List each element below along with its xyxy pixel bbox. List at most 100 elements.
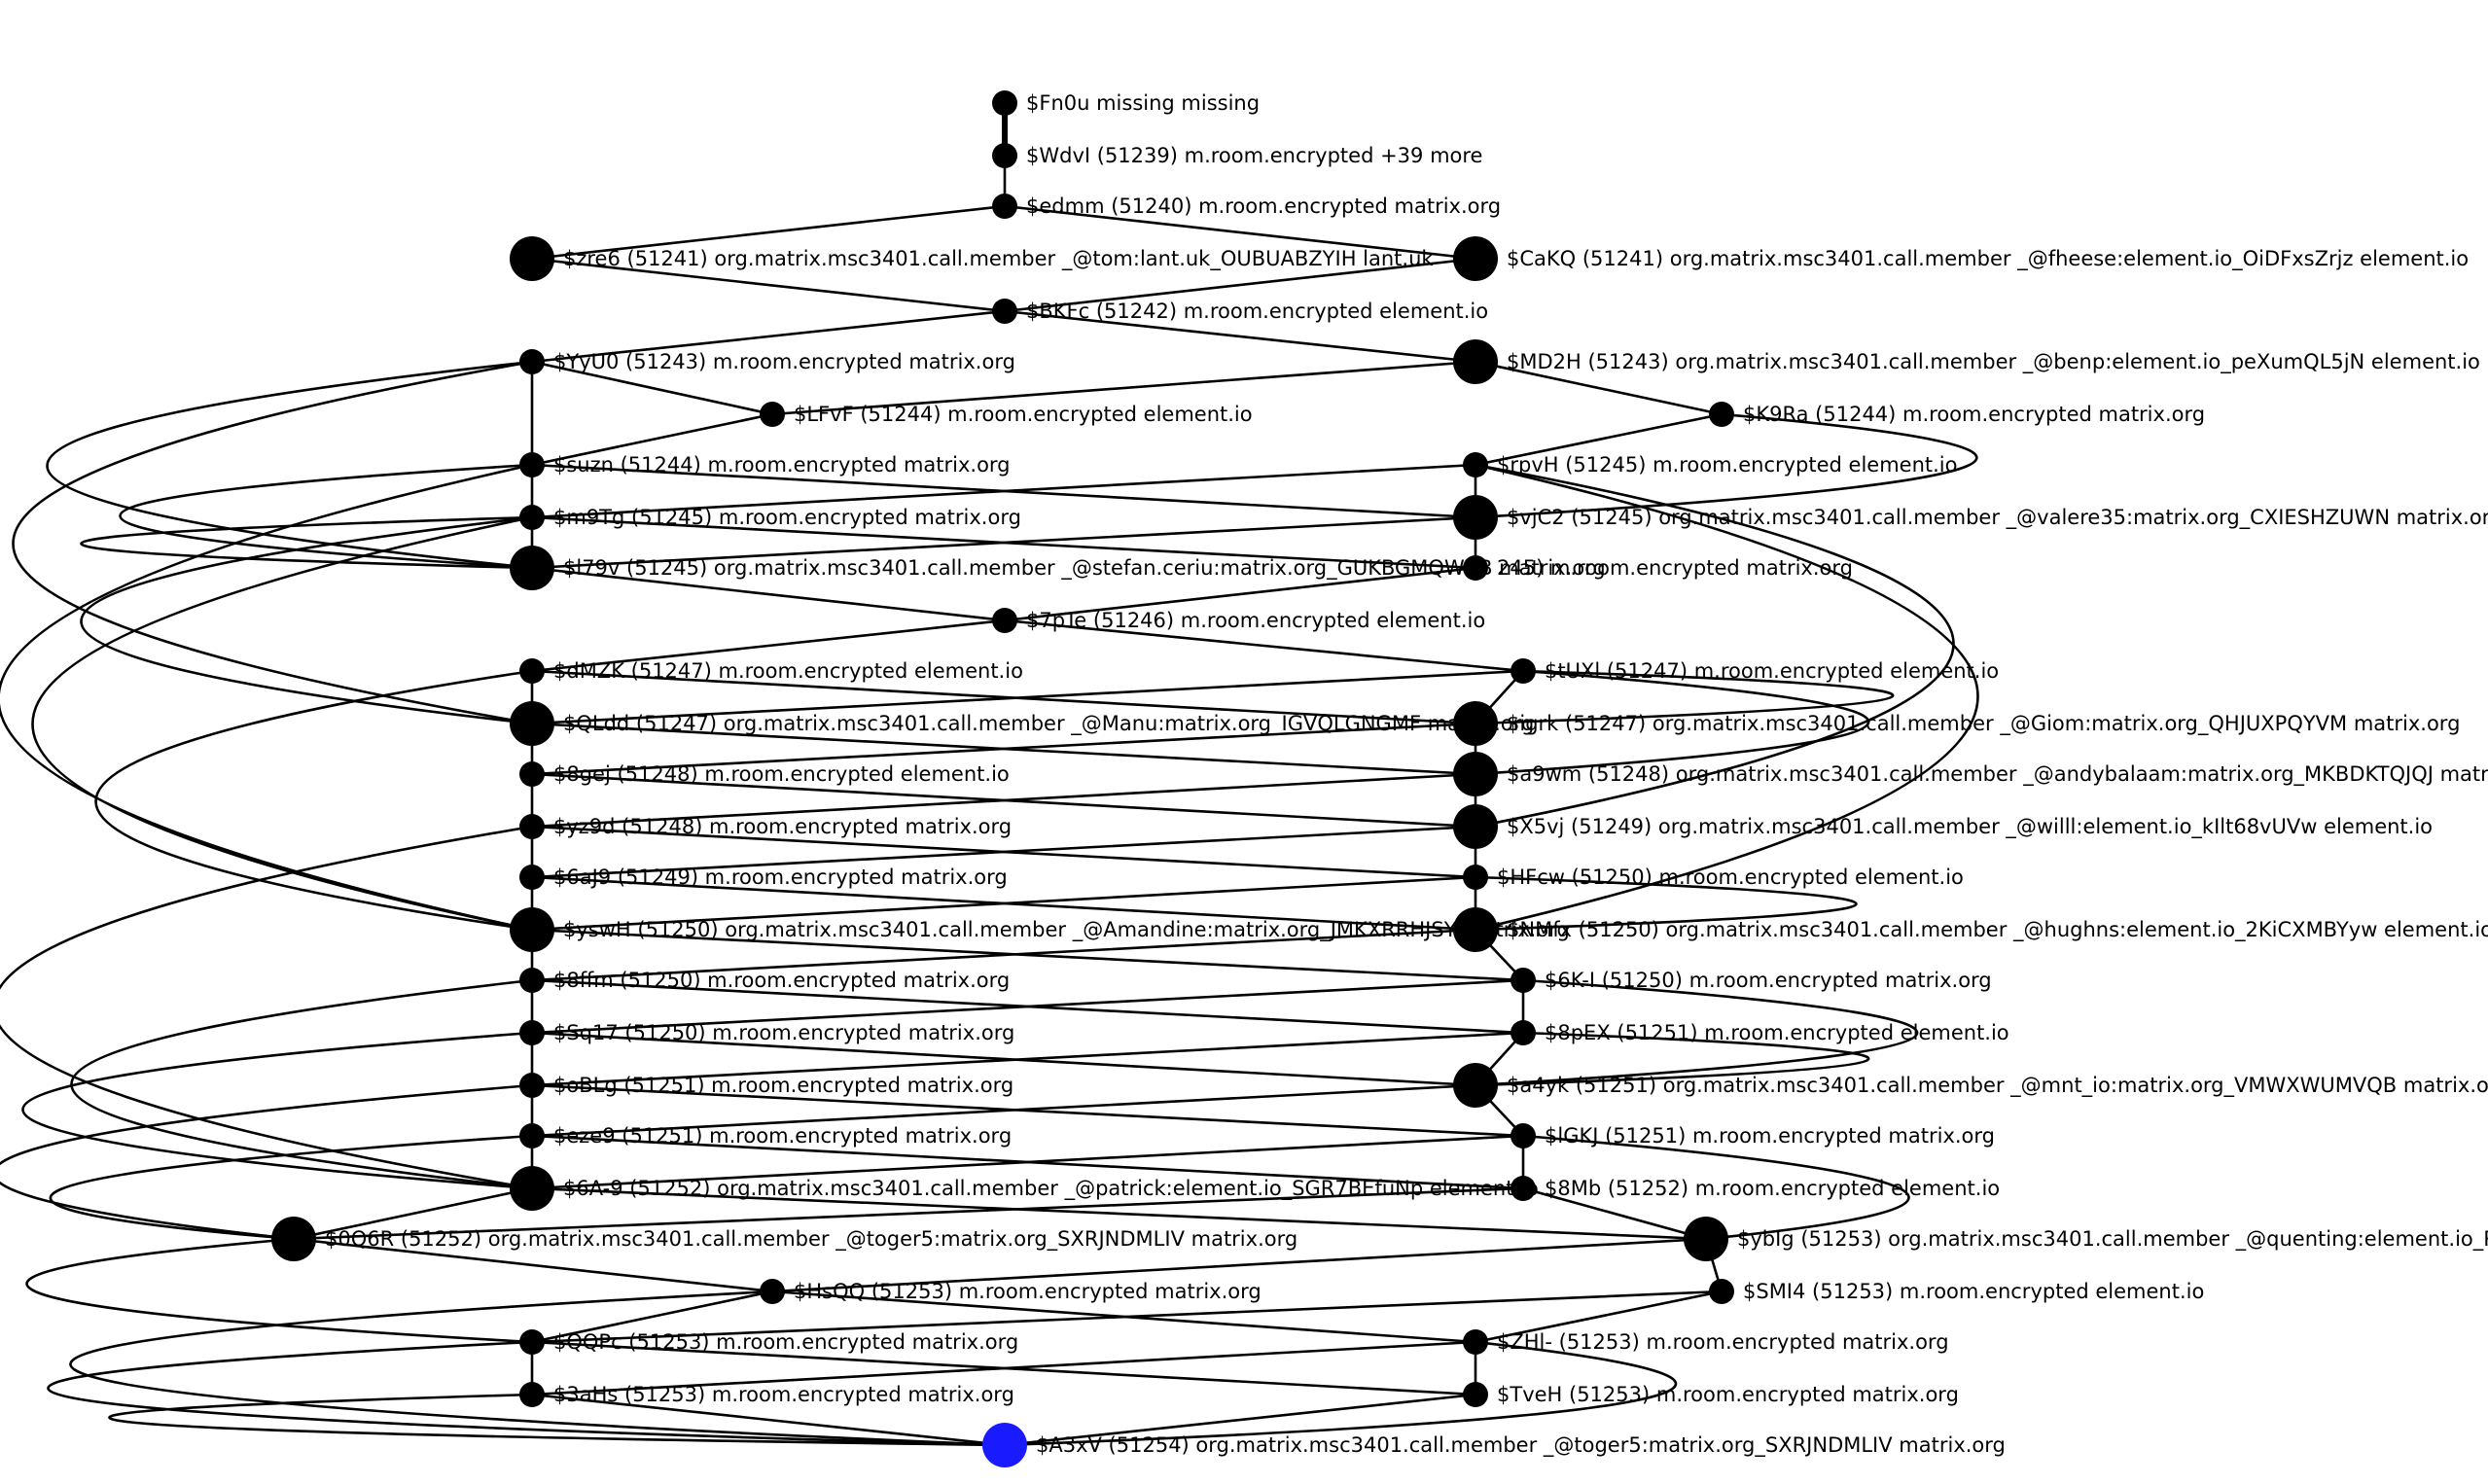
event-node[interactable] xyxy=(1511,1020,1536,1045)
event-node-label: $l79v (51245) org.matrix.msc3401.call.me… xyxy=(563,556,1606,581)
graph-edge xyxy=(530,463,1477,519)
event-node[interactable] xyxy=(1709,402,1734,427)
graph-edge xyxy=(530,772,1477,829)
event-node[interactable] xyxy=(519,1073,545,1098)
graph-edge xyxy=(49,1134,534,1241)
graph-edge xyxy=(530,204,1007,261)
graph-edge xyxy=(1474,1290,1724,1344)
event-node-label: $igrk (51247) org.matrix.msc3401.call.me… xyxy=(1507,712,2460,736)
graph-edge xyxy=(1521,1134,1910,1241)
graph-edge xyxy=(1003,1340,1678,1447)
event-node[interactable] xyxy=(519,452,545,477)
event-node-label: $8gej (51248) m.room.encrypted element.i… xyxy=(553,762,1010,786)
event-node-label: $LFvF (51244) m.room.encrypted element.i… xyxy=(794,403,1253,426)
graph-edge xyxy=(80,515,534,570)
event-node-label: $0Q6R (51252) org.matrix.msc3401.call.me… xyxy=(325,1227,1297,1252)
event-node[interactable] xyxy=(519,1123,545,1148)
graph-edge xyxy=(530,875,1477,932)
event-node[interactable] xyxy=(992,90,1017,116)
event-node[interactable] xyxy=(1709,1279,1734,1304)
graph-edge xyxy=(292,1186,534,1241)
graph-edge xyxy=(0,825,534,1190)
event-node-label: $Fn0u missing missing xyxy=(1026,91,1260,115)
event-node[interactable] xyxy=(519,865,545,890)
event-node[interactable] xyxy=(1453,339,1498,384)
graph-edge xyxy=(530,1290,774,1344)
event-node[interactable] xyxy=(1684,1217,1728,1261)
graph-edge xyxy=(292,1237,774,1293)
event-node[interactable] xyxy=(1453,701,1498,746)
graph-edge xyxy=(530,412,774,467)
graph-edge xyxy=(1474,978,1919,1087)
graph-edge xyxy=(12,360,534,725)
event-node[interactable] xyxy=(992,143,1017,168)
graph-edge xyxy=(530,1134,1525,1190)
event-node[interactable] xyxy=(519,658,545,684)
event-node-label: $rpvH (51245) m.room.encrypted element.i… xyxy=(1497,453,1958,477)
event-node-label: $8Mb (51252) m.room.encrypted element.io xyxy=(1545,1177,2000,1200)
event-node[interactable] xyxy=(1453,907,1498,952)
graph-edge xyxy=(530,618,1007,673)
event-node[interactable] xyxy=(1463,865,1488,890)
event-node[interactable] xyxy=(1463,1329,1488,1355)
graph-edge xyxy=(530,978,1525,1035)
event-node[interactable] xyxy=(1463,1382,1488,1407)
event-node[interactable] xyxy=(519,1020,545,1045)
event-node[interactable] xyxy=(1453,495,1498,540)
event-node[interactable] xyxy=(760,1279,785,1304)
event-node[interactable] xyxy=(510,701,554,746)
graph-edge xyxy=(530,1083,1525,1138)
event-node[interactable] xyxy=(1453,752,1498,796)
event-node[interactable] xyxy=(1511,1123,1536,1148)
graph-edge xyxy=(21,1031,534,1190)
event-node-label: $suzn (51244) m.room.encrypted matrix.or… xyxy=(553,453,1011,477)
graph-edge xyxy=(530,1083,1477,1138)
event-node[interactable] xyxy=(510,546,554,590)
event-node[interactable] xyxy=(992,608,1017,633)
event-node[interactable] xyxy=(519,1382,545,1407)
event-node[interactable] xyxy=(510,1166,554,1211)
event-node[interactable] xyxy=(519,968,545,993)
graph-edge xyxy=(770,360,1477,416)
event-node[interactable] xyxy=(1511,658,1536,684)
graph-edge xyxy=(1003,618,1525,673)
event-node[interactable] xyxy=(519,505,545,530)
event-node[interactable] xyxy=(1453,1063,1498,1108)
event-node[interactable] xyxy=(519,761,545,787)
event-node-label: $8ffm (51250) m.room.encrypted matrix.or… xyxy=(553,969,1010,992)
event-node[interactable] xyxy=(760,402,785,427)
event-node[interactable] xyxy=(992,299,1017,324)
event-node-label: 245) m.room.encrypted matrix.org xyxy=(1497,556,1853,580)
event-node[interactable] xyxy=(1463,452,1488,477)
event-node-highlighted[interactable] xyxy=(982,1423,1027,1467)
event-node-label: $edmm (51240) m.room.encrypted matrix.or… xyxy=(1026,194,1501,218)
event-node[interactable] xyxy=(271,1217,316,1261)
event-node-label: $QLdd (51247) org.matrix.msc3401.call.me… xyxy=(563,712,1534,736)
event-node-label: $X5vj (51249) org.matrix.msc3401.call.me… xyxy=(1507,815,2433,839)
graph-edge xyxy=(70,978,534,1190)
event-node-label: $a9wm (51248) org.matrix.msc3401.call.me… xyxy=(1507,762,2488,787)
event-node[interactable] xyxy=(519,814,545,839)
graph-edge xyxy=(530,928,1525,982)
event-node[interactable] xyxy=(1463,555,1488,581)
event-node[interactable] xyxy=(510,907,554,952)
graph-edge xyxy=(530,566,1007,622)
event-node-label: $K9Ra (51244) m.room.encrypted matrix.or… xyxy=(1743,403,2205,426)
event-node-label: $vjC2 (51245) org.matrix.msc3401.call.me… xyxy=(1507,506,2488,530)
graph-edge xyxy=(530,1393,1007,1447)
event-node-label: $yswH (51250) org.matrix.msc3401.call.me… xyxy=(563,918,1570,942)
event-node[interactable] xyxy=(1511,968,1536,993)
graph-edge xyxy=(292,1186,1525,1241)
event-node[interactable] xyxy=(519,1329,545,1355)
event-node-label: $zre6 (51241) org.matrix.msc3401.call.me… xyxy=(563,247,1434,271)
event-node[interactable] xyxy=(1453,804,1498,849)
event-node[interactable] xyxy=(992,194,1017,219)
graph-edge xyxy=(25,1237,534,1344)
event-node-label: $yz9d (51248) m.room.encrypted matrix.or… xyxy=(553,815,1012,838)
event-node[interactable] xyxy=(1511,1176,1536,1201)
event-node[interactable] xyxy=(519,349,545,374)
event-node[interactable] xyxy=(1453,236,1498,281)
event-node[interactable] xyxy=(510,236,554,281)
graph-edge xyxy=(80,515,534,725)
